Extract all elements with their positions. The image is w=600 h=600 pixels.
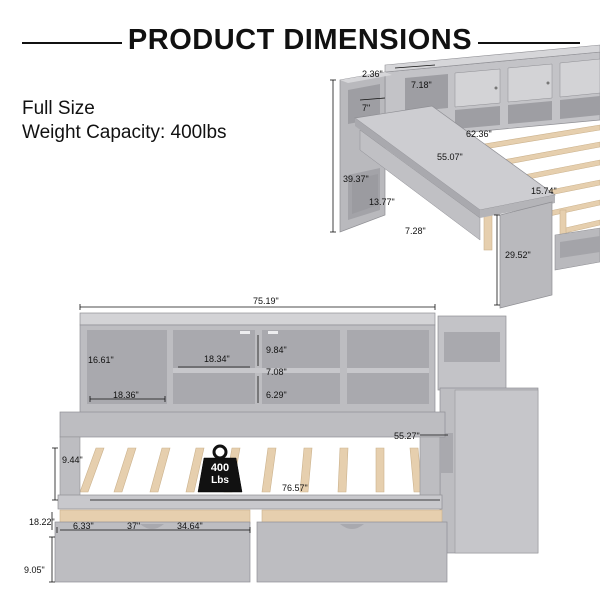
dim-desk-width: 15.74" (531, 186, 557, 196)
dim-drawer-inner-width: 34.64" (177, 521, 203, 531)
size-label: Full Size (22, 98, 95, 119)
dim-mid-lower-height: 7.08" (266, 367, 287, 377)
dim-drawer-clearance: 18.22" (29, 517, 55, 527)
dim-overall-width: 75.19" (253, 296, 279, 306)
dim-left-compartment-width: 18.36" (113, 390, 139, 400)
dim-cubby-height: 7.18" (411, 80, 432, 90)
header-rule-right (470, 42, 580, 44)
dim-shelf-gap: 7" (362, 103, 371, 113)
dim-bottom-shelf-height: 6.29" (266, 390, 287, 400)
weight-icon (197, 457, 243, 493)
dim-cabinet-height: 13.77" (369, 197, 395, 207)
top-view-drawing (330, 44, 600, 309)
dim-desk-height: 29.52" (505, 250, 531, 260)
dim-rail-height: 9.44" (62, 455, 83, 465)
capacity-value: 400 (210, 462, 230, 474)
dim-bed-width: 55.27" (394, 431, 420, 441)
dim-left-compartment-height: 16.61" (88, 355, 114, 365)
dim-shelf-depth: 2.36" (362, 69, 383, 79)
dim-total-height: 39.37" (343, 174, 369, 184)
dim-drawer-width: 37" (127, 521, 141, 531)
dim-mid-upper-height: 9.84" (266, 345, 287, 355)
dim-bed-length: 76.57" (282, 483, 308, 493)
weight-capacity-label: Weight Capacity: 400lbs (22, 122, 227, 143)
dim-drawer-offset: 6.33" (73, 521, 94, 531)
front-view-drawing (49, 304, 539, 583)
dim-desk-length: 55.07" (437, 152, 463, 162)
dim-drawer-height: 9.05" (24, 565, 45, 575)
dim-cabinet-depth: 7.28" (405, 226, 426, 236)
dim-mid-compartment-width: 18.34" (204, 354, 230, 364)
capacity-unit: Lbs (211, 475, 229, 486)
page-title: PRODUCT DIMENSIONS (0, 24, 600, 57)
dim-bookcase-width: 62.36" (466, 129, 492, 139)
header-rule-left (22, 42, 132, 44)
